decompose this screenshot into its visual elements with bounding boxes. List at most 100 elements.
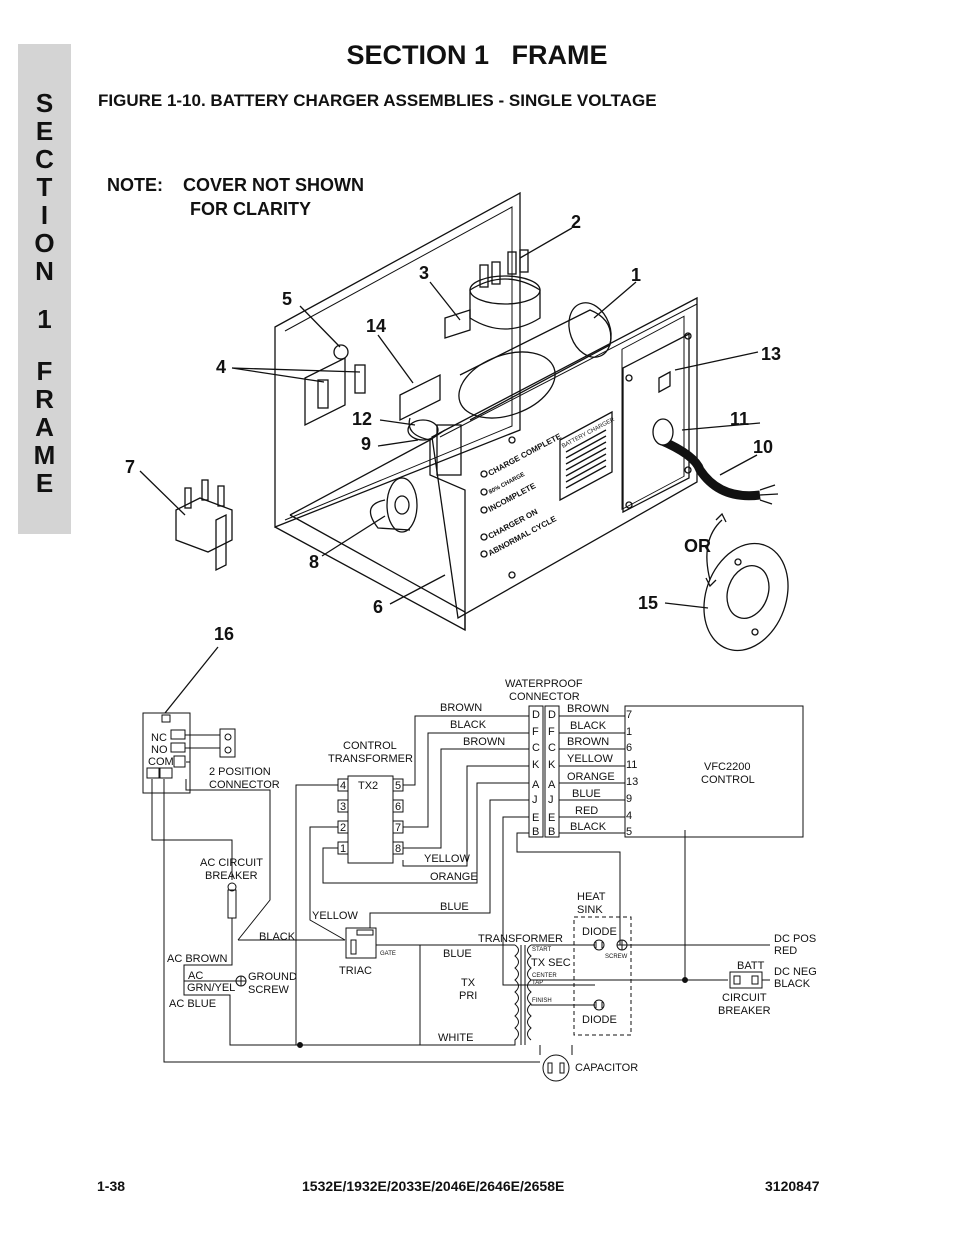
tx2-label: TX2 (358, 780, 378, 792)
side-tab-letter: F (36, 356, 53, 386)
side-tab-letter: I (40, 200, 49, 230)
circuit-breaker-label-2: BREAKER (718, 1005, 771, 1017)
callout-5: 5 (282, 289, 292, 309)
callout-13: 13 (761, 344, 781, 364)
transformer-secondary (527, 944, 532, 1041)
ac-label: AC (188, 970, 203, 982)
connector-pin: F (532, 726, 539, 738)
ground-screw-label-1: GROUND (248, 971, 297, 983)
exploded-view: NOTE: COVER NOT SHOWN FOR CLARITY BATTER… (107, 175, 789, 714)
switch-no: NO (151, 744, 168, 756)
vfc-pin: 7 (626, 709, 632, 721)
side-tab-letter: A (35, 412, 54, 442)
figure-title: FIGURE 1-10. BATTERY CHARGER ASSEMBLIES … (98, 91, 657, 110)
ac-breaker-label-2: BREAKER (205, 870, 258, 882)
connector-pin: K (548, 759, 556, 771)
side-tab-letter: N (35, 256, 54, 286)
two-position-label-2: CONNECTOR (209, 779, 280, 791)
or-label: OR (684, 536, 711, 556)
finish-label: FINISH (532, 998, 552, 1004)
side-tab-letter: E (35, 116, 54, 146)
connector-pin: B (532, 826, 539, 838)
connector-pin: C (532, 742, 540, 754)
tx2-pin: 8 (395, 843, 401, 855)
switch-nc: NC (151, 732, 167, 744)
vfc-label-1: VFC2200 (704, 761, 750, 773)
ac-circuit-breaker (227, 889, 237, 919)
wire-label: BLACK (570, 720, 607, 732)
wire-label-orange: ORANGE (430, 871, 478, 883)
connector-pin: J (532, 794, 538, 806)
diode-top-label: DIODE (582, 926, 617, 938)
section-side-tab: S E C T I O N 1 F R A M E (18, 44, 71, 534)
heat-sink-label-2: SINK (577, 904, 603, 916)
circuit-breaker (386, 477, 418, 533)
connector-left-half (528, 705, 544, 838)
connector-pin: C (548, 742, 556, 754)
circuit-breaker-label-1: CIRCUIT (722, 992, 767, 1004)
capacitor-can (469, 278, 541, 330)
side-tab-letter: E (35, 468, 54, 498)
triac-bracket (399, 373, 441, 422)
tap-label: TAP (532, 980, 543, 986)
connector-pin: K (532, 759, 540, 771)
connector-pin: D (532, 709, 540, 721)
tx-pri-label-1: TX (461, 977, 476, 989)
wire-label: RED (575, 805, 598, 817)
capacitor (542, 1054, 570, 1082)
side-tab-letter: M (33, 440, 56, 470)
wire-label: BLACK (570, 821, 607, 833)
vfc-label-2: CONTROL (701, 774, 755, 786)
center-label: CENTER (532, 973, 557, 979)
callout-3: 3 (419, 263, 429, 283)
tx2-pin: 7 (395, 822, 401, 834)
callout-1: 1 (631, 265, 641, 285)
tx2-pin: 1 (340, 843, 346, 855)
wire-label: ORANGE (567, 771, 615, 783)
ac-breaker-label-1: AC CIRCUIT (200, 857, 263, 869)
connector-right-half (544, 705, 560, 838)
tx2-transformer (347, 775, 394, 864)
connector-pin: E (548, 812, 555, 824)
callout-8: 8 (309, 552, 319, 572)
triac (345, 927, 377, 959)
callout-15: 15 (638, 593, 658, 613)
vfc2200-control (624, 705, 804, 838)
screw-label: SCREW (605, 954, 628, 960)
tx2-pin: 2 (340, 822, 346, 834)
front-panel (431, 296, 698, 620)
callouts: 1 2 3 4 5 6 7 8 9 10 11 12 13 14 15 16 O… (125, 212, 781, 644)
tx2-pin: 3 (340, 801, 346, 813)
note-line-2: FOR CLARITY (190, 199, 311, 219)
power-cord (658, 435, 761, 501)
wire-label-yellow2: YELLOW (312, 910, 358, 922)
callout-10: 10 (753, 437, 773, 457)
dc-neg-label-2: BLACK (774, 978, 811, 990)
callout-6: 6 (373, 597, 383, 617)
connector-pin: D (548, 709, 556, 721)
side-tab-letter: C (35, 144, 54, 174)
two-position-label-1: 2 POSITION (209, 766, 271, 778)
page-title: SECTION 1 FRAME (346, 40, 608, 70)
rocker-switch (175, 497, 233, 553)
callout-16: 16 (214, 624, 234, 644)
callout-12: 12 (352, 409, 372, 429)
wire-label-white: WHITE (438, 1032, 473, 1044)
capacitor-label: CAPACITOR (575, 1062, 638, 1074)
connector-pin: A (548, 779, 556, 791)
ac-blue-label: AC BLUE (169, 998, 216, 1010)
two-position-connector (219, 728, 236, 758)
side-tab-letter: O (34, 228, 55, 258)
connector-pin: J (548, 794, 554, 806)
side-tab-letter: 1 (37, 304, 52, 334)
document-number: 3120847 (765, 1178, 820, 1194)
waterproof-label-2: CONNECTOR (509, 691, 580, 703)
note-line-1: NOTE: COVER NOT SHOWN (107, 175, 364, 195)
back-plate (274, 191, 521, 528)
wiring-schematic: NC NO COM 2 POSITION CONNECTOR TX2 CONTR… (142, 678, 817, 1082)
callout-9: 9 (361, 434, 371, 454)
dc-pos-label-1: DC POS (774, 933, 816, 945)
wire-label-black: BLACK (259, 931, 296, 943)
tx2-pin: 4 (340, 780, 346, 792)
tx-pri-label-2: PRI (459, 990, 477, 1002)
